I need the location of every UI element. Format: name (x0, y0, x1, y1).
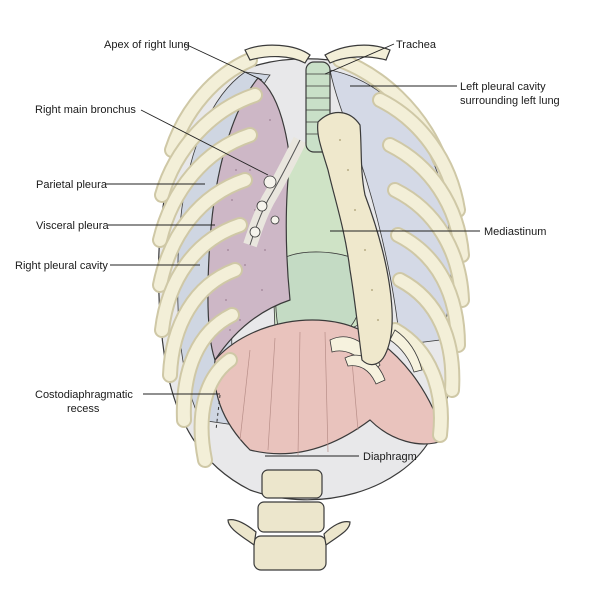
label-diaphragm: Diaphragm (363, 451, 417, 463)
label-left-pleural-cavity-line1: Left pleural cavity (460, 81, 546, 93)
label-mediastinum: Mediastinum (484, 226, 546, 238)
label-trachea: Trachea (396, 39, 437, 51)
label-right-main-bronchus: Right main bronchus (35, 104, 136, 116)
label-apex-right-lung: Apex of right lung (104, 39, 190, 51)
right-main-bronchus (243, 136, 307, 248)
leader-trachea (324, 43, 395, 75)
label-costodiaphragmatic-line1: Costodiaphragmatic (35, 389, 133, 401)
diaphragm (213, 319, 446, 455)
sternum (317, 112, 393, 366)
lung-texture (221, 119, 271, 331)
label-costodiaphragmatic-line2: recess (67, 403, 100, 415)
sternum-texture (339, 139, 379, 321)
leader-apex-right-lung (184, 43, 263, 81)
first-rib-right (244, 44, 311, 64)
label-visceral-pleura: Visceral pleura (36, 220, 109, 232)
label-parietal-pleura: Parietal pleura (36, 179, 108, 191)
leader-right-main-bronchus (140, 109, 269, 176)
vertebral-column (227, 469, 351, 571)
first-rib-left (324, 44, 391, 64)
label-right-pleural-cavity: Right pleural cavity (15, 260, 108, 272)
leader-lines (106, 43, 480, 457)
rib-cage (152, 52, 470, 468)
label-left-pleural-cavity-line2: surrounding left lung (460, 95, 560, 107)
